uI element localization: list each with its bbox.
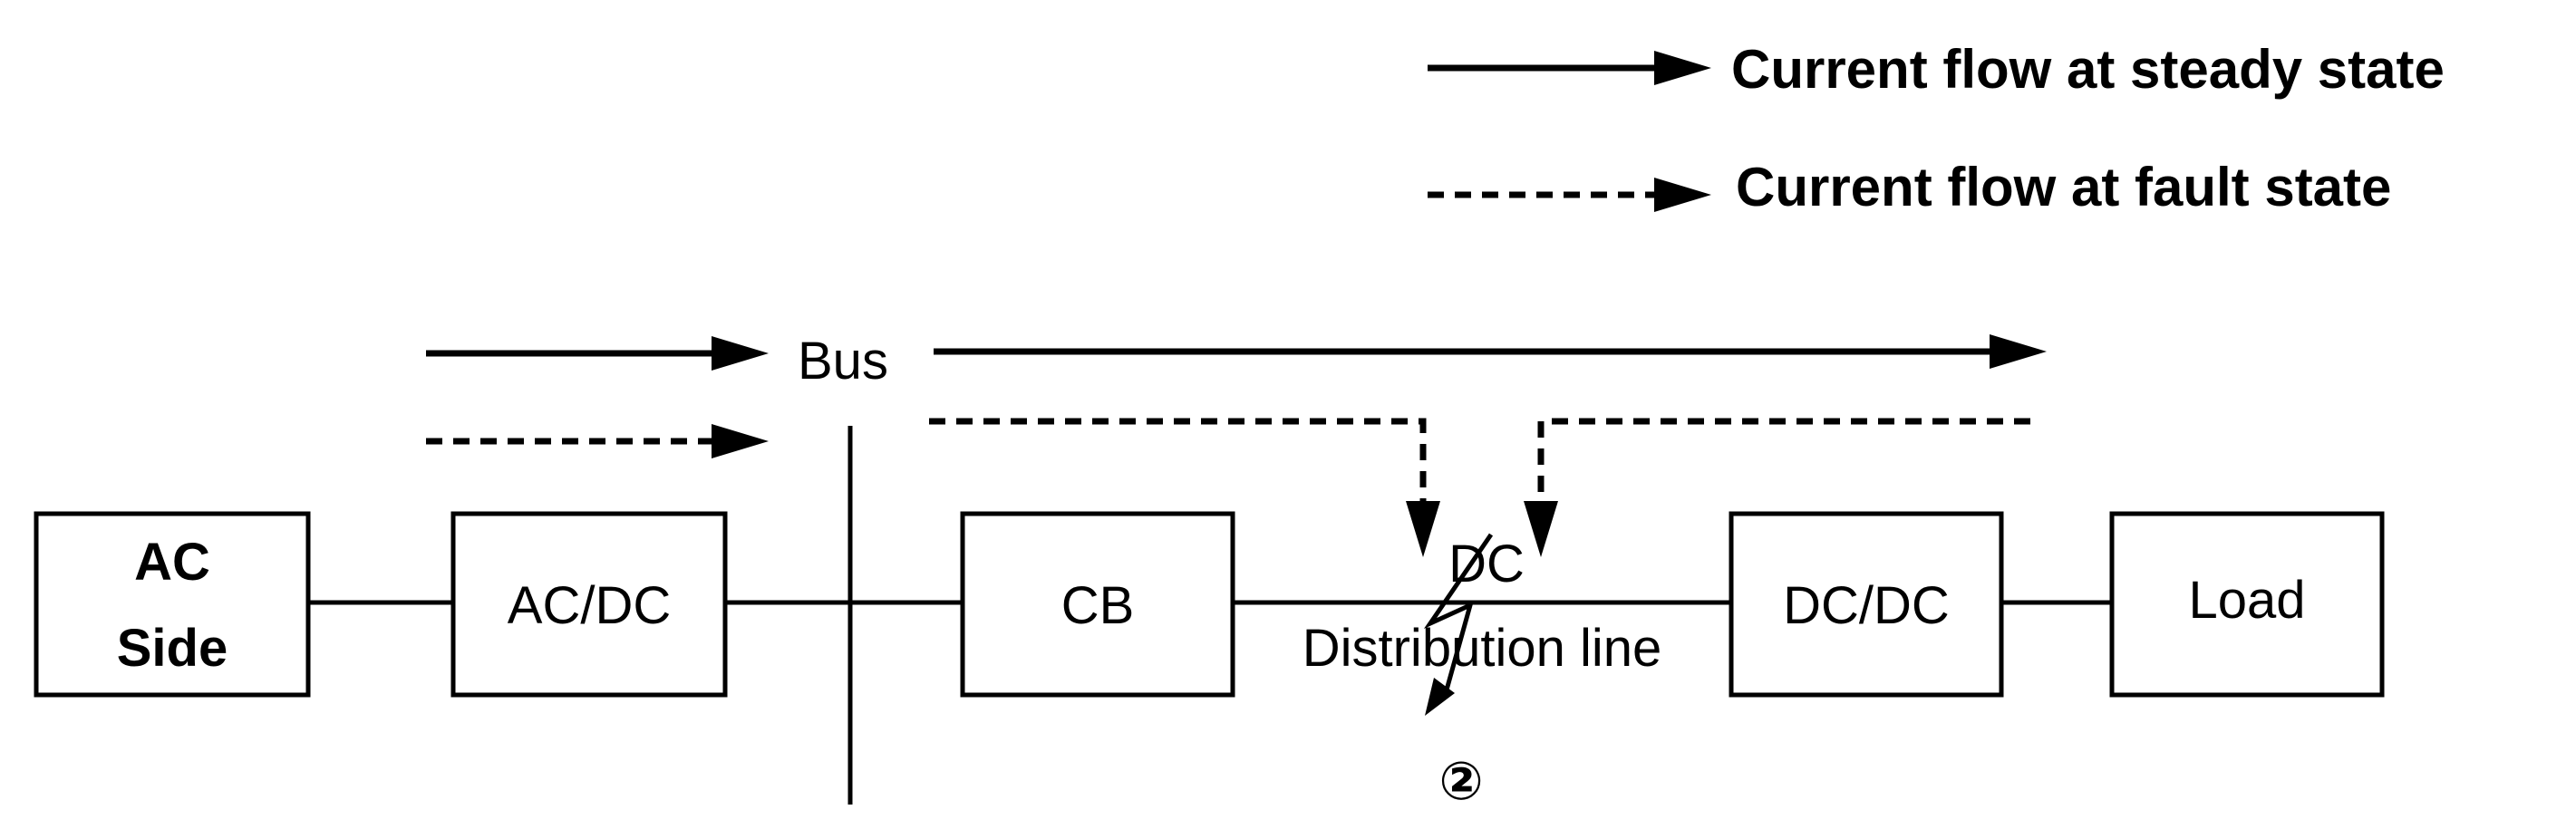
legend: Current flow at steady state Current flo…: [1428, 39, 2445, 217]
bus-label: Bus: [798, 332, 888, 390]
ac-side-label-line2: Side: [117, 619, 228, 678]
dc-line-label-bottom: Distribution line: [1303, 619, 1662, 678]
dcdc-label: DC/DC: [1783, 576, 1950, 635]
load-label: Load: [2188, 571, 2305, 630]
acdc-label: AC/DC: [508, 576, 671, 635]
legend-steady-label: Current flow at steady state: [1731, 39, 2445, 100]
circuit-breaker-block: CB: [960, 511, 1235, 698]
fault-location-marker: ②: [1438, 752, 1483, 811]
legend-steady-arrow: [1428, 51, 1711, 85]
steady-flow-right-arrow: [934, 334, 2047, 369]
legend-fault-label: Current flow at fault state: [1736, 157, 2391, 217]
fault-flow-from-bus-arrow: [929, 418, 1440, 557]
legend-fault-arrow: [1428, 178, 1711, 212]
cb-label: CB: [1061, 576, 1135, 635]
fault-flow-from-load-arrow: [1524, 418, 2030, 557]
fault-lightning-icon: [1423, 533, 1494, 716]
fault-flow-left-arrow: [426, 424, 769, 458]
steady-flow-left-arrow: [426, 336, 769, 371]
dcdc-converter-block: DC/DC: [1729, 511, 2004, 698]
ac-side-label-line1: AC: [134, 533, 210, 592]
acdc-converter-block: AC/DC: [450, 511, 728, 698]
load-block: Load: [2109, 511, 2385, 698]
ac-side-block: AC Side: [34, 511, 311, 698]
